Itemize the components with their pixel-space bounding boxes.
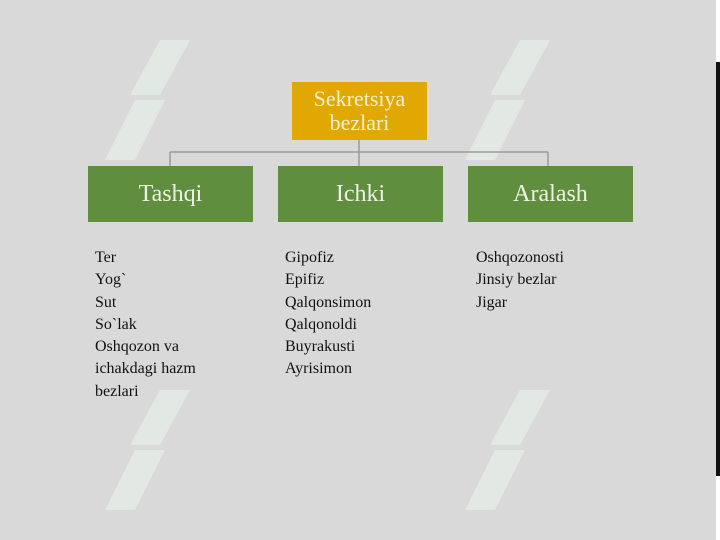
list-item: Sut bbox=[95, 293, 117, 311]
list-item: Jinsiy bezlar bbox=[476, 271, 557, 289]
list-item: bezlari bbox=[95, 382, 139, 400]
ichki-list: Gipofiz Epifiz Qalqonsimon Qalqonoldi Bu… bbox=[285, 247, 371, 381]
list-item: Ter bbox=[95, 249, 117, 266]
list-item: ichakdagi hazm bbox=[95, 360, 196, 378]
category-node-tashqi: Tashqi bbox=[88, 166, 253, 222]
list-item: Epifiz bbox=[285, 271, 325, 289]
slide-edge-bar bbox=[716, 62, 720, 476]
root-node: Sekretsiya bezlari bbox=[292, 82, 427, 140]
list-item: Gipofiz bbox=[285, 249, 334, 266]
list-item: So`lak bbox=[95, 315, 137, 333]
tashqi-list: Ter Yog` Sut So`lak Oshqozon va ichakdag… bbox=[95, 247, 196, 403]
aralash-list: Oshqozonosti Jinsiy bezlar Jigar bbox=[476, 247, 564, 314]
list-item: Oshqozonosti bbox=[476, 249, 564, 266]
list-item: Qalqonoldi bbox=[285, 315, 357, 333]
list-item: Yog` bbox=[95, 271, 127, 289]
list-item: Jigar bbox=[476, 293, 508, 311]
category-node-ichki: Ichki bbox=[278, 166, 443, 222]
category-node-aralash: Aralash bbox=[468, 166, 633, 222]
list-item: Oshqozon va bbox=[95, 338, 179, 356]
list-item: Qalqonsimon bbox=[285, 293, 372, 311]
list-item: Ayrisimon bbox=[285, 360, 352, 378]
list-item: Buyrakusti bbox=[285, 338, 356, 356]
